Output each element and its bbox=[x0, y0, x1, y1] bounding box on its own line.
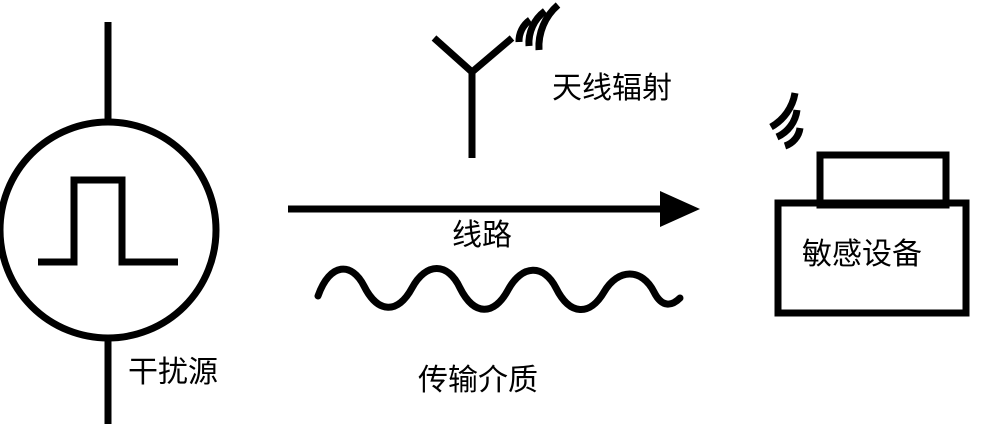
interference-source-label: 干扰源 bbox=[128, 355, 218, 390]
source-circle bbox=[0, 118, 220, 342]
device-wave-2 bbox=[775, 109, 801, 141]
arrow-right-icon bbox=[288, 191, 700, 227]
line-arrowhead bbox=[660, 191, 700, 227]
antenna-left-arm bbox=[431, 35, 475, 75]
source-pulse-waveform bbox=[38, 176, 178, 266]
device-wave-1 bbox=[783, 127, 804, 150]
transmission-medium-label: 传输介质 bbox=[418, 363, 538, 398]
sensitive-device-label: 敏感设备 bbox=[802, 237, 922, 272]
antenna-wave-1 bbox=[515, 17, 533, 43]
wave-icon bbox=[314, 265, 684, 313]
antenna-wave-3 bbox=[535, 2, 561, 51]
line-label: 线路 bbox=[452, 218, 512, 253]
antenna-radiation-icon bbox=[431, 2, 561, 158]
antenna-radiation-label: 天线辐射 bbox=[552, 71, 672, 106]
device-wave-3 bbox=[769, 92, 799, 131]
sensitive-device-icon bbox=[769, 92, 970, 317]
antenna-right-arm bbox=[469, 35, 515, 75]
device-top-panel bbox=[816, 151, 950, 209]
antenna-wave-2 bbox=[525, 8, 548, 47]
pulse-source-circle-icon bbox=[0, 22, 220, 424]
device-body bbox=[774, 199, 970, 317]
